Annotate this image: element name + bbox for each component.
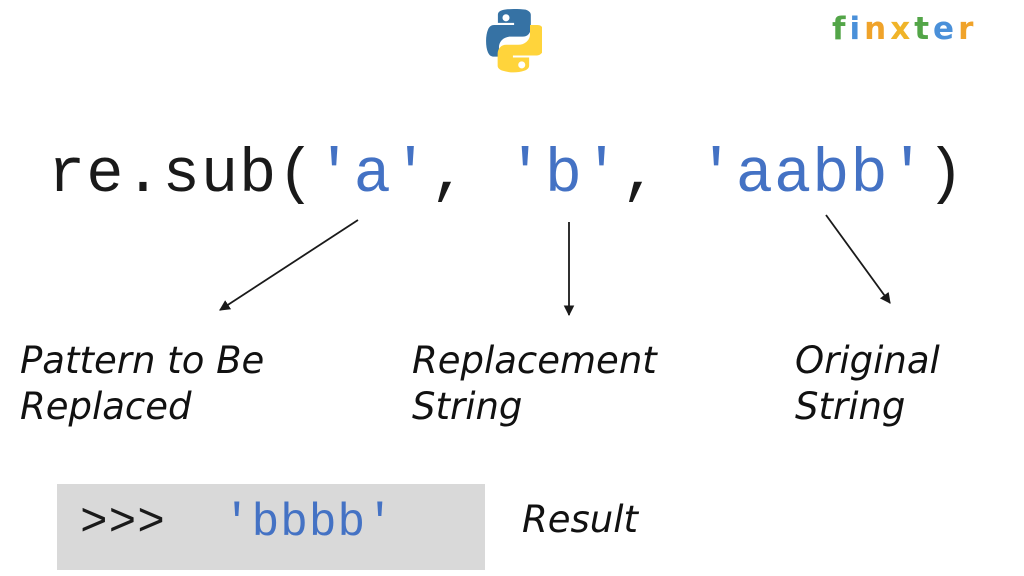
result-prompt: >>> (80, 497, 224, 549)
result-output-text: >>> 'bbbb' (80, 492, 395, 554)
code-pattern-literal: 'a' (315, 139, 431, 210)
finxter-logo: finxter (832, 14, 977, 45)
finxter-letter-t: t (914, 11, 934, 47)
code-replacement-literal: 'b' (506, 139, 622, 210)
finxter-letter-e: e (933, 11, 959, 47)
finxter-letter-i: i (849, 11, 865, 47)
finxter-letter-x: x (890, 11, 915, 47)
arrow-to-original (825, 214, 891, 304)
python-logo-icon (486, 9, 546, 73)
code-comma-1: , (430, 139, 507, 210)
finxter-letter-r: r (958, 11, 978, 47)
code-call: re.sub( (48, 139, 316, 210)
arrow-to-pattern (219, 219, 359, 311)
code-original-literal: 'aabb' (697, 139, 927, 210)
label-replacement-string: Replacement String (412, 339, 657, 428)
code-expression: re.sub('a', 'b', 'aabb') (48, 140, 965, 210)
finxter-letter-n: n (864, 11, 891, 47)
label-pattern-to-be-replaced: Pattern to Be Replaced (20, 339, 265, 428)
label-original-string: Original String (795, 339, 940, 428)
finxter-letter-f: f (832, 11, 850, 47)
result-value: 'bbbb' (223, 497, 395, 549)
code-close-paren: ) (926, 139, 966, 210)
result-output-box (57, 484, 485, 570)
label-result: Result (522, 498, 638, 541)
code-comma-2: , (621, 139, 698, 210)
